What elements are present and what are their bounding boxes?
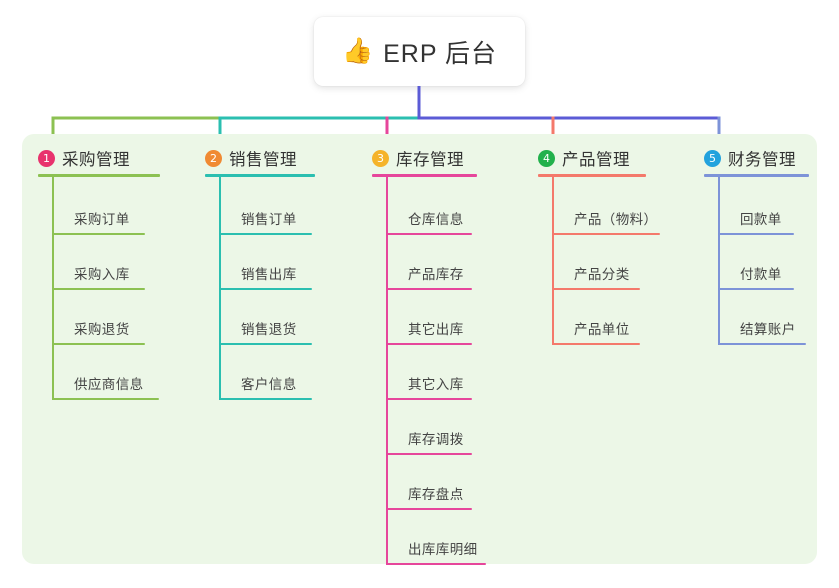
menu-item-label: 其它出库 <box>408 322 464 337</box>
column-badge-5: 5 <box>704 149 721 167</box>
column-title-4: 产品管理 <box>562 151 630 169</box>
menu-item-underline <box>718 343 806 345</box>
column-badge-2: 2 <box>205 149 222 167</box>
column-title-1: 采购管理 <box>62 151 130 169</box>
column-spine-4 <box>552 177 554 345</box>
menu-item[interactable]: 销售退货 <box>219 315 312 345</box>
column-badge-3: 3 <box>372 149 389 167</box>
menu-item-label: 结算账户 <box>740 322 796 337</box>
menu-item-underline <box>219 288 312 290</box>
menu-item[interactable]: 供应商信息 <box>52 370 159 400</box>
menu-item[interactable]: 付款单 <box>718 260 794 290</box>
menu-item[interactable]: 销售订单 <box>219 205 312 235</box>
menu-item-label: 仓库信息 <box>408 212 464 227</box>
column-badge-1: 1 <box>38 149 55 167</box>
menu-item-label: 采购退货 <box>74 322 130 337</box>
menu-item-underline <box>52 343 145 345</box>
menu-item[interactable]: 其它出库 <box>386 315 472 345</box>
menu-item[interactable]: 库存盘点 <box>386 480 472 510</box>
menu-item-label: 采购入库 <box>74 267 130 282</box>
menu-item[interactable]: 产品分类 <box>552 260 640 290</box>
sitemap-panel <box>22 134 817 564</box>
menu-item-label: 出库库明细 <box>408 542 478 557</box>
menu-item[interactable]: 产品单位 <box>552 315 640 345</box>
column-underline-2 <box>205 174 315 177</box>
menu-item[interactable]: 客户信息 <box>219 370 312 400</box>
menu-item-label: 付款单 <box>740 267 782 282</box>
menu-item-underline <box>718 288 794 290</box>
menu-item[interactable]: 仓库信息 <box>386 205 472 235</box>
column-spine-3 <box>386 177 388 565</box>
column-title-3: 库存管理 <box>396 151 464 169</box>
menu-item-label: 客户信息 <box>241 377 297 392</box>
menu-item-label: 销售订单 <box>241 212 297 227</box>
column-header-2[interactable]: 2 销售管理 <box>205 146 297 170</box>
menu-item-label: 产品（物料） <box>574 212 658 227</box>
menu-item-underline <box>219 343 312 345</box>
menu-item-underline <box>386 288 472 290</box>
column-title-5: 财务管理 <box>728 151 796 169</box>
menu-item-label: 库存盘点 <box>408 487 464 502</box>
column-title-2: 销售管理 <box>229 151 297 169</box>
menu-item-underline <box>52 288 145 290</box>
menu-item-label: 供应商信息 <box>74 377 144 392</box>
column-underline-1 <box>38 174 160 177</box>
menu-item-underline <box>552 343 640 345</box>
diagram-title-inner: 👍 ERP 后台 <box>342 34 497 70</box>
column-underline-3 <box>372 174 477 177</box>
menu-item-underline <box>718 233 794 235</box>
menu-item-label: 产品分类 <box>574 267 630 282</box>
column-underline-5 <box>704 174 809 177</box>
menu-item-underline <box>386 233 472 235</box>
menu-item[interactable]: 其它入库 <box>386 370 472 400</box>
page-title: ERP 后台 <box>383 39 498 68</box>
menu-item[interactable]: 采购退货 <box>52 315 145 345</box>
menu-item-label: 产品单位 <box>574 322 630 337</box>
menu-item[interactable]: 采购订单 <box>52 205 145 235</box>
menu-item[interactable]: 销售出库 <box>219 260 312 290</box>
menu-item[interactable]: 采购入库 <box>52 260 145 290</box>
menu-item-label: 其它入库 <box>408 377 464 392</box>
menu-item-underline <box>386 398 472 400</box>
menu-item-underline <box>386 453 472 455</box>
menu-item[interactable]: 回款单 <box>718 205 794 235</box>
menu-item-label: 销售出库 <box>241 267 297 282</box>
menu-item[interactable]: 库存调拨 <box>386 425 472 455</box>
menu-item[interactable]: 出库库明细 <box>386 535 486 565</box>
column-header-4[interactable]: 4 产品管理 <box>538 146 630 170</box>
thumbs-up-icon: 👍 <box>341 37 374 65</box>
menu-item-label: 产品库存 <box>408 267 464 282</box>
menu-item-underline <box>552 233 660 235</box>
diagram-title-card: 👍 ERP 后台 <box>314 17 525 86</box>
column-header-5[interactable]: 5 财务管理 <box>704 146 796 170</box>
column-badge-4: 4 <box>538 149 555 167</box>
menu-item-underline <box>386 563 486 565</box>
menu-item[interactable]: 结算账户 <box>718 315 806 345</box>
menu-item-underline <box>386 343 472 345</box>
menu-item[interactable]: 产品（物料） <box>552 205 660 235</box>
column-header-3[interactable]: 3 库存管理 <box>372 146 464 170</box>
menu-item[interactable]: 产品库存 <box>386 260 472 290</box>
menu-item-underline <box>52 398 159 400</box>
menu-item-underline <box>552 288 640 290</box>
menu-item-underline <box>219 233 312 235</box>
menu-item-label: 库存调拨 <box>408 432 464 447</box>
menu-item-label: 采购订单 <box>74 212 130 227</box>
column-header-1[interactable]: 1 采购管理 <box>38 146 130 170</box>
column-spine-5 <box>718 177 720 345</box>
menu-item-underline <box>219 398 312 400</box>
menu-item-label: 回款单 <box>740 212 782 227</box>
column-underline-4 <box>538 174 646 177</box>
menu-item-underline <box>386 508 472 510</box>
menu-item-label: 销售退货 <box>241 322 297 337</box>
menu-item-underline <box>52 233 145 235</box>
